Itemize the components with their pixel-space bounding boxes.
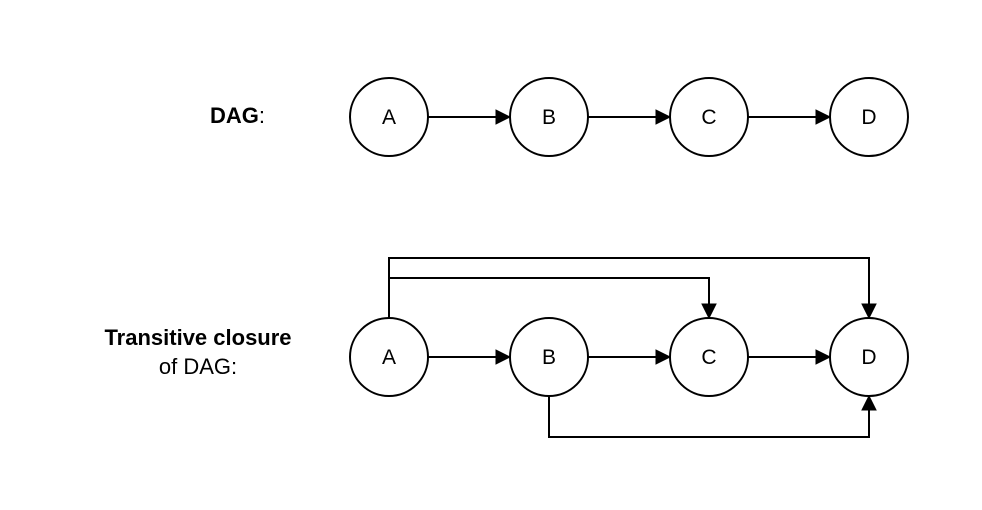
dag-node-d-circle [829, 77, 909, 157]
closure-label-rest: of DAG: [158, 354, 238, 379]
dag-node-a: A [349, 77, 429, 157]
closure-edge-b-d-arrowhead [861, 394, 877, 411]
closure-node-a-label: A [382, 346, 396, 369]
closure-node-c: C [669, 317, 749, 397]
dag-label-bold: DAG [210, 103, 259, 128]
dag-label-rest: : [258, 103, 266, 128]
dag-node-c-label: C [701, 106, 716, 129]
closure-node-c-label: C [701, 346, 716, 369]
closure-edge-a-c [388, 277, 710, 318]
closure-edge-a-c-arrowhead [701, 303, 717, 320]
dag-label: DAG: [210, 101, 265, 130]
closure-edge-a-d [388, 257, 870, 318]
closure-node-d-circle [829, 317, 909, 397]
closure-label: Transitive closure of DAG: [80, 323, 316, 381]
closure-node-c-circle [669, 317, 749, 397]
dag-node-b-circle [509, 77, 589, 157]
dag-node-a-label: A [382, 106, 396, 129]
dag-node-c-circle [669, 77, 749, 157]
dag-node-d: D [829, 77, 909, 157]
dag-node-a-circle [349, 77, 429, 157]
dag-node-b-label: B [542, 106, 556, 129]
closure-edge-a-d-arrowhead [861, 303, 877, 320]
closure-edge-b-d [548, 396, 870, 438]
dag-graph: A B C D [349, 77, 909, 157]
closure-node-b-circle [509, 317, 589, 397]
closure-graph: A B C D [349, 257, 909, 438]
dag-node-c: C [669, 77, 749, 157]
closure-node-b-label: B [542, 346, 556, 369]
closure-edge-a-b-arrowhead [495, 349, 512, 365]
closure-node-d-label: D [861, 346, 876, 369]
closure-node-a-circle [349, 317, 429, 397]
closure-edge-c-d-arrowhead [815, 349, 832, 365]
dag-node-b: B [509, 77, 589, 157]
closure-edge-b-c-arrowhead [655, 349, 672, 365]
closure-node-a: A [349, 317, 429, 397]
closure-node-d: D [829, 317, 909, 397]
closure-node-b: B [509, 317, 589, 397]
dag-node-d-label: D [861, 106, 876, 129]
dag-edge-c-d-arrowhead [815, 109, 832, 125]
dag-edge-b-c-arrowhead [655, 109, 672, 125]
closure-label-bold: Transitive closure [104, 325, 292, 350]
dag-edge-a-b-arrowhead [495, 109, 512, 125]
